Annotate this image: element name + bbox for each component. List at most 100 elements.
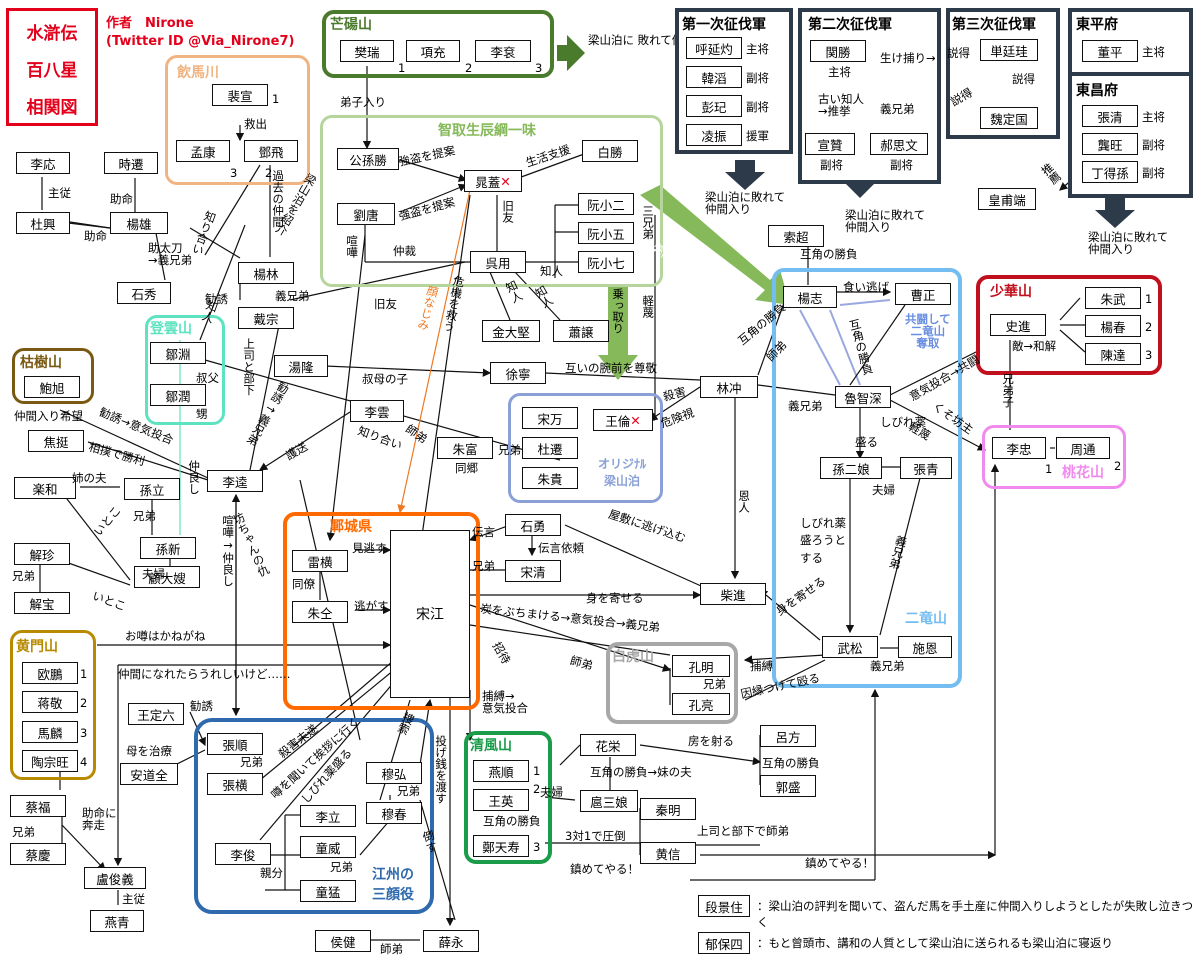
char-shiyong[interactable]: 石勇 [505,514,561,536]
char-dengfei[interactable]: 鄧飛 [244,140,298,162]
char-sunxin[interactable]: 孫新 [140,537,196,559]
char-jiezhen[interactable]: 解珍 [14,543,70,565]
char-sunli[interactable]: 孫立 [124,478,180,500]
char-ruanxiaoer[interactable]: 阮小二 [578,193,634,215]
char-xuning[interactable]: 徐寧 [490,362,546,384]
char-guansheng[interactable]: 関勝 [810,40,866,62]
char-dupeng[interactable]: 杜興 [16,212,70,234]
char-yanglin[interactable]: 楊林 [238,262,294,284]
char-shixiu[interactable]: 石秀 [117,282,171,304]
char-yangchun[interactable]: 楊春 [1085,315,1141,337]
char-yanshun[interactable]: 燕順 [473,760,529,782]
char-malin[interactable]: 馬麟 [22,721,78,743]
char-haosiwen[interactable]: 郝思文 [870,133,928,155]
char-ruanxiaowu[interactable]: 阮小五 [578,222,634,244]
char-caiqing[interactable]: 蔡慶 [10,843,66,865]
char-zhujin[interactable]: 朱武 [1085,287,1141,309]
char-lufang[interactable]: 呂方 [760,725,816,747]
char-wuyong[interactable]: 呉用 [470,251,526,273]
char-yanqing[interactable]: 燕青 [90,910,144,932]
char-muhong[interactable]: 穆弘 [366,762,422,784]
char-dongping[interactable]: 董平 [1082,40,1138,62]
char-baoxu[interactable]: 鮑旭 [24,376,80,398]
char-shantinggui[interactable]: 単廷珪 [980,39,1038,61]
char-fanrui[interactable]: 樊瑞 [340,40,394,62]
char-lili[interactable]: 李立 [300,805,356,827]
char-kongliang[interactable]: 孔亮 [672,693,730,715]
char-shijin[interactable]: 史進 [990,314,1046,336]
char-liutang[interactable]: 劉唐 [337,203,395,225]
char-kongming[interactable]: 孔明 [672,655,730,677]
char-zhugui[interactable]: 朱貴 [522,467,578,489]
char-shiqian[interactable]: 時遷 [104,152,158,174]
char-zhangqing2[interactable]: 張清 [1082,105,1138,127]
char-jiaoting[interactable]: 焦挺 [28,430,84,452]
char-zhoutong[interactable]: 周通 [1056,437,1110,459]
char-lijun[interactable]: 李俊 [215,843,271,865]
char-sunerniang[interactable]: 孫二娘 [820,457,882,479]
char-leiheng[interactable]: 雷横 [292,550,348,572]
char-liguan[interactable]: 李袞 [475,40,531,62]
char-dingdesun[interactable]: 丁得孫 [1082,161,1138,183]
char-lizhong[interactable]: 李忠 [992,437,1046,459]
char-taozongwang[interactable]: 陶宗旺 [22,750,78,772]
char-tongwei[interactable]: 童威 [300,836,356,858]
char-muchun[interactable]: 穆春 [366,802,422,824]
char-duanjingzhu[interactable]: 段景住 [698,895,750,917]
char-guda[interactable]: 顧大嫂 [134,566,200,588]
char-chenda[interactable]: 陳達 [1085,343,1141,365]
char-yubaosi[interactable]: 郁保四 [698,932,750,954]
char-chaogai[interactable]: 晁蓋✕ [464,170,522,192]
char-andaoquan[interactable]: 安道全 [120,763,178,785]
char-songjiang[interactable]: 宋江 [390,530,470,698]
char-mengkang[interactable]: 孟康 [176,140,230,162]
char-tongmeng[interactable]: 童猛 [300,880,356,902]
char-baisheng[interactable]: 白勝 [582,140,638,162]
char-caifu[interactable]: 蔡福 [10,795,66,817]
char-jiangjing[interactable]: 蒋敬 [22,691,78,713]
char-xueyong[interactable]: 薛永 [423,930,479,952]
char-liying[interactable]: 李応 [16,152,70,174]
char-zhangqing[interactable]: 張青 [900,457,952,479]
char-qinming[interactable]: 秦明 [640,798,696,820]
char-linchong[interactable]: 林冲 [700,376,758,398]
char-zourun[interactable]: 鄒潤 [150,384,206,406]
char-zouyuan[interactable]: 鄒淵 [150,342,206,364]
char-songwan[interactable]: 宋万 [522,407,578,429]
char-yangxiong[interactable]: 楊雄 [110,212,168,234]
char-zhangheng[interactable]: 張横 [207,773,263,795]
char-wangying[interactable]: 王英 [473,789,529,811]
char-jindajian[interactable]: 金大堅 [482,320,540,342]
char-songqing[interactable]: 宋清 [505,560,561,582]
char-weidingguo[interactable]: 魏定国 [980,107,1038,129]
char-xiaorang[interactable]: 蕭譲 [553,320,609,342]
char-chaijin[interactable]: 柴進 [700,583,766,605]
char-daizong[interactable]: 戴宗 [238,307,294,329]
char-ouyang[interactable]: 欧鵬 [22,662,78,684]
char-yuehe[interactable]: 楽和 [14,477,76,499]
char-wanglun[interactable]: 王倫✕ [593,409,653,431]
char-yangzhi[interactable]: 楊志 [783,286,837,308]
char-duqian[interactable]: 杜遷 [522,437,578,459]
char-likui[interactable]: 李逵 [207,470,263,492]
char-ruanxiaoqi[interactable]: 阮小七 [578,251,634,273]
char-shien[interactable]: 施恩 [898,636,952,658]
char-wusong[interactable]: 武松 [822,636,878,658]
char-huangxin[interactable]: 黄信 [640,842,696,864]
char-houjian[interactable]: 侯健 [315,930,371,952]
char-husanniang[interactable]: 扈三娘 [580,790,638,812]
char-liyun[interactable]: 李雲 [350,400,404,422]
char-luzhishen[interactable]: 魯智深 [835,386,891,408]
char-hantao[interactable]: 韓滔 [686,66,742,88]
char-zhengtianshou[interactable]: 鄭天寿 [473,835,529,857]
char-huangfuduan[interactable]: 皇甫端 [978,188,1036,210]
char-zhangshun[interactable]: 張順 [207,733,263,755]
char-zhutong[interactable]: 朱仝 [292,601,348,623]
char-huyanzhuo[interactable]: 呼延灼 [686,37,742,59]
char-xuanzan[interactable]: 宣贊 [805,133,855,155]
char-pengqi[interactable]: 彭玘 [686,95,742,117]
char-huarong[interactable]: 花栄 [580,734,636,756]
char-gongsunsheng[interactable]: 公孫勝 [337,148,399,170]
char-jiebao[interactable]: 解宝 [14,592,70,614]
char-zhufu[interactable]: 朱富 [437,437,493,459]
